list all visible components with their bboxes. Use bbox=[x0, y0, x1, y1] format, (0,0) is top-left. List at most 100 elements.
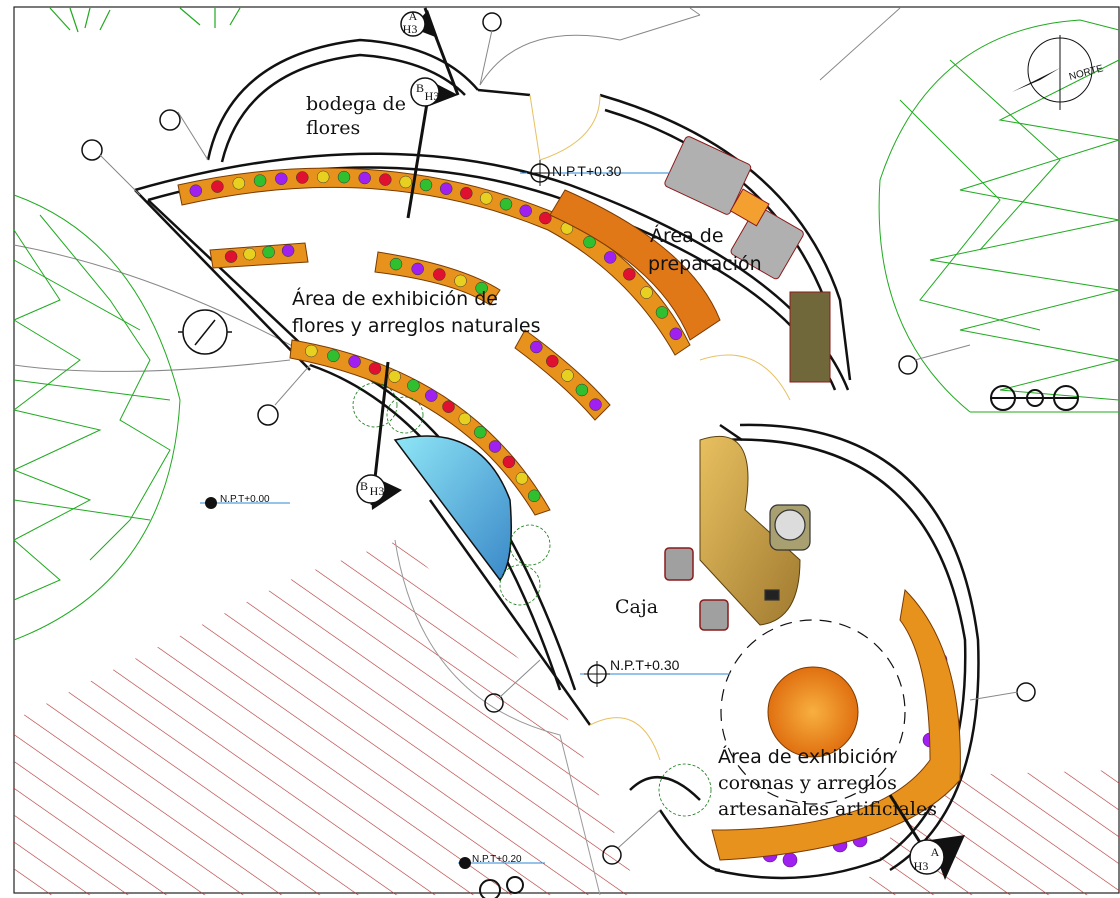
shrub-top-left bbox=[49, 7, 241, 33]
preparacion-label-line-1: Área de bbox=[650, 224, 724, 247]
flower-dot bbox=[460, 186, 473, 200]
section-b-mid-sheet: H3 bbox=[370, 484, 385, 498]
flower-dot bbox=[589, 398, 602, 411]
section-a-bottom-letter: A bbox=[931, 845, 940, 859]
level-label-npt-020: N.P.T+0.20 bbox=[472, 854, 522, 865]
flower-dot bbox=[211, 180, 224, 193]
flower-dot bbox=[281, 244, 295, 257]
fixture-symbol-bottom bbox=[479, 876, 524, 898]
flower-dot bbox=[189, 184, 203, 197]
flower-dot bbox=[502, 455, 516, 469]
flower-dot bbox=[546, 354, 559, 368]
flower-dot bbox=[305, 344, 318, 358]
tree-right bbox=[878, 19, 1120, 413]
section-b-top-sheet: H3 bbox=[425, 89, 440, 103]
flower-dot bbox=[442, 400, 455, 413]
exhibicion-coronas-label-line-3: artesanales artificiales bbox=[718, 798, 937, 820]
flower-dot bbox=[575, 383, 589, 397]
flower-dots bbox=[189, 170, 953, 868]
green-plants bbox=[352, 382, 712, 817]
section-a-top-sheet: H3 bbox=[403, 22, 418, 36]
hatched-area-left bbox=[14, 540, 640, 895]
flower-dot bbox=[296, 171, 309, 184]
planter-outer bbox=[177, 167, 691, 356]
tree-left bbox=[12, 194, 181, 641]
flower-dot bbox=[561, 369, 574, 382]
flower-dot bbox=[488, 440, 502, 453]
flower-dot bbox=[475, 281, 488, 295]
prep-equipment bbox=[664, 136, 831, 383]
flower-dot bbox=[388, 370, 401, 383]
fixture-symbol-right bbox=[990, 385, 1079, 411]
flower-dot bbox=[407, 379, 420, 392]
flower-dot bbox=[327, 349, 340, 363]
flower-dot bbox=[253, 174, 267, 187]
section-b-mid-letter: B bbox=[360, 479, 368, 493]
flower-dot bbox=[530, 340, 543, 354]
flower-dot bbox=[411, 262, 424, 276]
flower-dot bbox=[782, 852, 798, 868]
level-markers bbox=[200, 160, 730, 869]
planter-small-1 bbox=[209, 242, 309, 269]
flower-dot bbox=[348, 355, 361, 368]
flower-dot bbox=[519, 204, 532, 218]
flower-dot bbox=[474, 425, 487, 439]
flower-dot bbox=[275, 172, 288, 185]
flower-dot bbox=[515, 472, 529, 485]
flower-dot bbox=[389, 257, 403, 271]
section-a-top-letter: A bbox=[409, 9, 418, 23]
planter-inner bbox=[289, 339, 551, 516]
flower-dot bbox=[527, 489, 541, 503]
north-arrow: NORTE bbox=[1012, 35, 1105, 110]
round-display-table bbox=[767, 666, 859, 758]
flower-dot bbox=[262, 245, 275, 259]
level-label-npt-000: N.P.T+0.00 bbox=[220, 494, 270, 505]
flower-dot bbox=[399, 175, 412, 189]
level-label-npt-030-mid: N.P.T+0.30 bbox=[610, 657, 680, 673]
bodega-label-line-2: flores bbox=[306, 117, 360, 139]
flower-dot bbox=[379, 173, 392, 186]
flower-dot bbox=[640, 286, 653, 299]
flower-dot bbox=[419, 178, 433, 192]
flower-dot bbox=[232, 177, 246, 190]
flower-dot bbox=[479, 192, 493, 205]
flower-dot bbox=[425, 389, 438, 402]
flower-dot bbox=[655, 306, 669, 319]
exhibicion-flores-label-line-1: Área de exhibición de bbox=[292, 287, 498, 310]
north-label: NORTE bbox=[1068, 63, 1105, 83]
chairs-waiting bbox=[664, 547, 729, 631]
water-feature bbox=[393, 435, 512, 582]
flower-dot bbox=[458, 412, 472, 426]
section-marker-a-bottom: A H3 bbox=[888, 794, 965, 880]
leader-lines bbox=[99, 29, 1019, 849]
flower-dot bbox=[368, 362, 382, 375]
chair-cashier bbox=[764, 504, 811, 601]
exhibicion-coronas-label-line-2: coronas y arreglos bbox=[718, 772, 897, 794]
flower-dot bbox=[583, 235, 596, 249]
level-label-npt-030-top: N.P.T+0.30 bbox=[552, 163, 622, 179]
exhibicion-coronas-label-line-1: Área de exhibición bbox=[718, 745, 894, 768]
doors bbox=[529, 94, 791, 761]
planter-coronas bbox=[711, 588, 961, 861]
flower-dot bbox=[243, 247, 256, 261]
preparacion-label-line-2: preparación bbox=[648, 253, 762, 275]
flower-dot bbox=[433, 268, 446, 281]
hatched-area-right bbox=[860, 770, 1119, 895]
section-a-bottom-sheet: H3 bbox=[914, 859, 929, 873]
section-marker-b-mid: B H3 bbox=[356, 361, 402, 510]
flower-dot bbox=[623, 268, 636, 281]
fixture-symbol-left bbox=[178, 309, 232, 355]
section-marker-b-top: B H3 bbox=[406, 77, 458, 219]
flower-dot bbox=[224, 250, 238, 263]
flower-dot bbox=[316, 170, 330, 184]
round-display-boundary bbox=[720, 619, 906, 805]
prep-counter bbox=[549, 189, 721, 341]
bodega-label-line-1: bodega de bbox=[306, 93, 406, 115]
flower-dot bbox=[499, 197, 513, 211]
flower-dot bbox=[454, 274, 467, 288]
section-marker-a-top: A H3 bbox=[400, 7, 460, 96]
flower-dot bbox=[539, 211, 552, 225]
caja-label: Caja bbox=[615, 596, 658, 618]
